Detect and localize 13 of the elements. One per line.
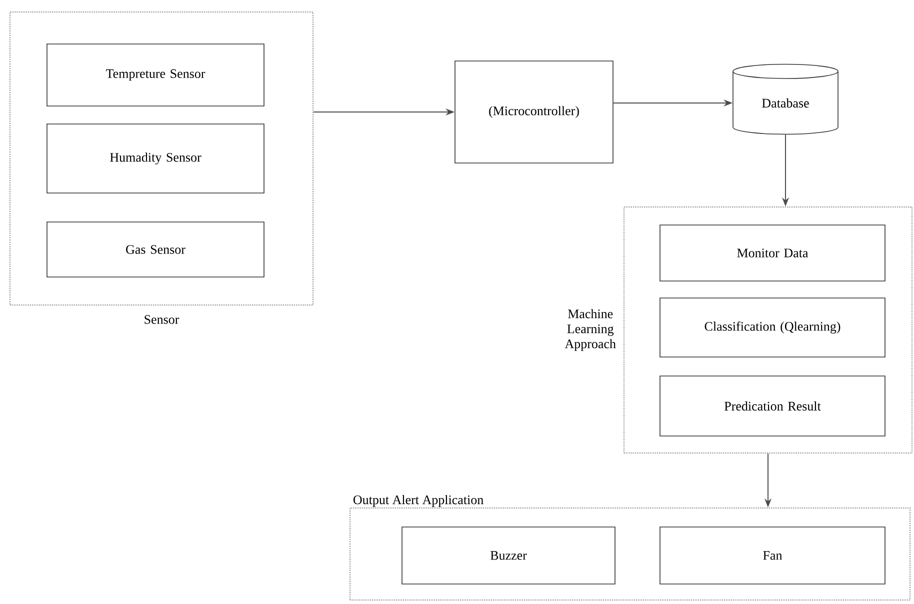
process-box: Fan [660, 526, 886, 584]
process-box: Monitor Data [660, 224, 886, 282]
node-label: Sensor [144, 315, 180, 324]
node-label: Machine Learning Approach [564, 309, 616, 351]
process-box: (Microcontroller) [454, 60, 614, 164]
node-label: Output Alert Application [353, 495, 484, 507]
process-box: Gas Sensor [46, 222, 264, 278]
process-box: Tempreture Sensor [46, 44, 264, 106]
process-box: Classification (Qlearning) [660, 298, 886, 358]
database-cylinder: Database [732, 64, 838, 135]
process-box: Humadity Sensor [46, 124, 264, 194]
process-box: Predication Result [660, 376, 886, 436]
process-box: Buzzer [402, 526, 616, 584]
